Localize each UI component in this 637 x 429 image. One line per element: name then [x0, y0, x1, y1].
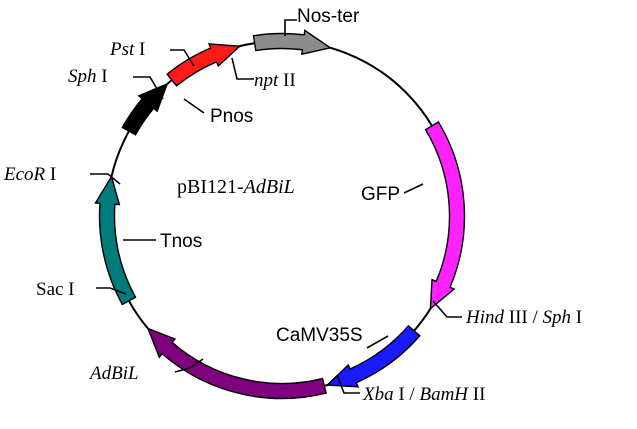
- sac-leader: [96, 287, 127, 295]
- pst-leader: [170, 49, 195, 67]
- tnos-label: Tnos: [160, 231, 202, 252]
- pnos-label: Pnos: [210, 106, 253, 127]
- adbil-leader: [174, 358, 204, 373]
- pst-site-label: Pst I: [109, 39, 145, 60]
- gfp-leader: [403, 183, 424, 194]
- gfp-label: GFP: [361, 184, 400, 205]
- sph-site-label: Sph I: [68, 66, 108, 87]
- adbil-label: AdBiL: [88, 363, 139, 384]
- gfp-arrow: [424, 121, 466, 311]
- plasmid-name: pBI121-AdBiL: [177, 176, 295, 198]
- camv35s-leader: [366, 335, 389, 349]
- pnos-leader: [183, 98, 205, 114]
- pnos-arrow: [121, 82, 169, 136]
- ecor-leader: [90, 173, 121, 185]
- feature-arrows: [94, 29, 466, 400]
- nptii-arrow: [166, 43, 242, 87]
- sac-site-label: Sac I: [36, 279, 75, 300]
- camv35s-arrow: [325, 324, 421, 388]
- hind-sph-site-label: Hind III / Sph I: [465, 307, 582, 328]
- nos-ter-arrow: [252, 29, 332, 56]
- sph-leader: [133, 76, 164, 100]
- leader-lines: [90, 19, 462, 394]
- ecor-site-label: EcoR I: [3, 164, 56, 185]
- nos-ter-leader: [284, 19, 297, 36]
- hind-sph-leader: [432, 300, 462, 318]
- xba-bamh-leader: [336, 374, 360, 394]
- nptii-label: npt II: [254, 70, 296, 91]
- nptii-leader: [231, 57, 254, 80]
- camv35s-label: CaMV35S: [276, 325, 363, 346]
- adbil-arrow: [146, 327, 327, 400]
- xba-bamh-site-label: Xba I / BamH II: [362, 384, 485, 405]
- nos-ter-label: Nos-ter: [297, 6, 360, 27]
